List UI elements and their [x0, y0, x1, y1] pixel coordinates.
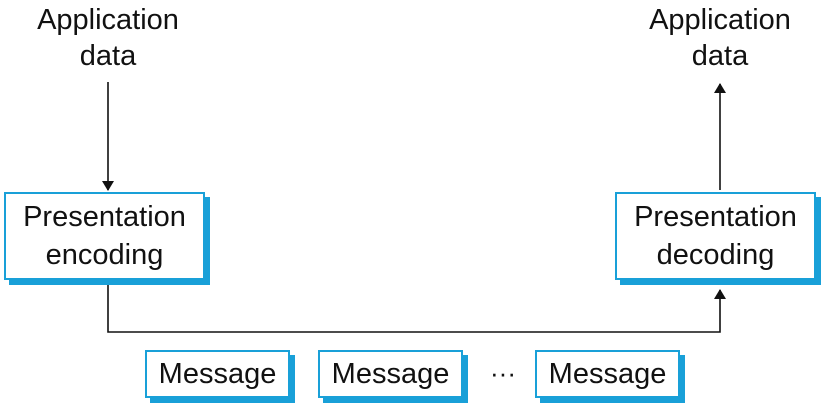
sender-data-line-1: Application [37, 4, 179, 36]
message-label-3: Message [548, 357, 667, 390]
sender-data-line-2: data [79, 40, 137, 72]
presentation-decoding-box: Presentation decoding [615, 192, 816, 280]
encoding-box-line-2: encoding [45, 239, 164, 271]
receiver-application-data-label: Application data [622, 2, 818, 74]
message-ellipsis: ··· [490, 358, 516, 388]
decoding-box-line-2: decoding [656, 239, 775, 271]
message-label-1: Message [158, 357, 277, 390]
receiver-data-line-2: data [691, 40, 749, 72]
encoding-box-line-1: Presentation [23, 201, 186, 233]
receiver-data-line-1: Application [649, 4, 791, 36]
channel-line [107, 280, 726, 333]
message-box-2: Message [318, 350, 463, 398]
message-label-2: Message [331, 357, 450, 390]
decoding-box-line-1: Presentation [634, 201, 797, 233]
message-box-3: Message [535, 350, 680, 398]
presentation-encoding-box: Presentation encoding [4, 192, 205, 280]
message-box-1: Message [145, 350, 290, 398]
sender-application-data-label: Application data [10, 2, 206, 74]
